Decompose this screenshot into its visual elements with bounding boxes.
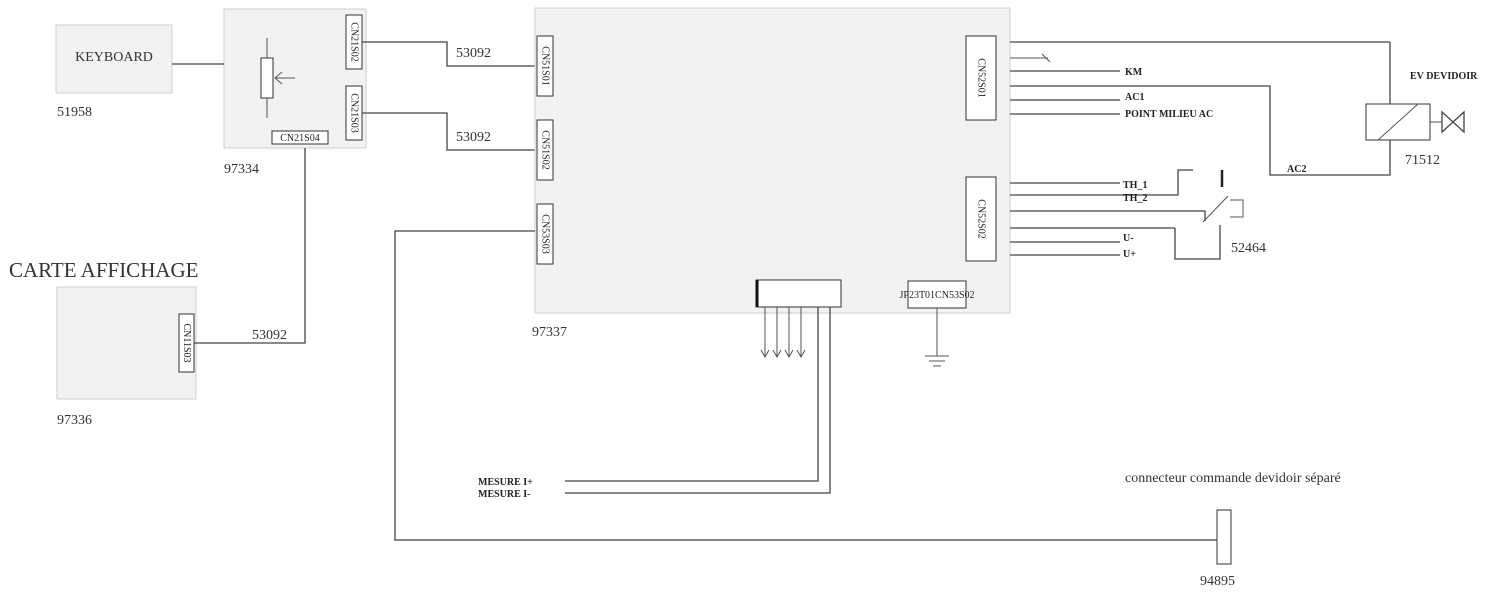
connector-cn52s02-label: CN52S02 (976, 199, 987, 238)
connector-cn21s02-label: CN21S02 (349, 22, 360, 61)
connector-jp23t01-label: JP23T01CN53S02 (899, 290, 974, 301)
keyboard-ref: 51958 (57, 105, 92, 120)
signal-mesure-plus: MESURE I+ (478, 477, 533, 488)
ground-icon (925, 308, 949, 367)
ev-devidoir-ref: 71512 (1405, 153, 1440, 168)
display-board-title: CARTE AFFICHAGE (9, 258, 199, 282)
potentiometer-board: CN21S02 CN21S03 CN21S04 (223, 8, 367, 149)
wire-switch-return (1174, 225, 1221, 260)
signal-point-milieu: POINT MILIEU AC (1125, 109, 1213, 120)
keyboard-title: KEYBOARD (75, 50, 153, 65)
separate-connector-ref: 94895 (1200, 574, 1235, 589)
separate-connector (1216, 509, 1232, 565)
pot-board-ref: 97334 (224, 162, 259, 177)
signal-u-plus: U+ (1123, 249, 1136, 260)
wire-display-pot (194, 148, 306, 344)
signal-u-minus: U- (1123, 233, 1134, 244)
measurement-probe-wires (760, 307, 806, 359)
main-board: CN51S01 CN51S02 CN53S03 CN52S01 CN52S02 … (534, 7, 1011, 314)
solenoid-valve-icon (1365, 103, 1465, 141)
signal-th1: TH_1 (1123, 180, 1147, 191)
connector-cn21s03-label: CN21S03 (349, 93, 360, 132)
main-board-ref: 97337 (532, 325, 567, 340)
potentiometer-icon (260, 38, 295, 118)
wire-switch-mid (1010, 210, 1206, 221)
thermal-switch-ref: 52464 (1231, 241, 1266, 256)
wire-mesure-plus (565, 307, 819, 482)
signal-km: KM (1125, 67, 1143, 78)
connector-cn52s01-label: CN52S01 (976, 58, 987, 97)
wire-cn21s03-cn51s02 (362, 112, 535, 151)
ev-devidoir-title: EV DEVIDOIR (1410, 71, 1478, 82)
keyboard-board: KEYBOARD (55, 24, 173, 94)
wire-mesure-minus (565, 307, 831, 494)
display-board-ref: 97336 (57, 413, 92, 428)
cable-upper-label: 53092 (456, 46, 491, 61)
separate-connector-title: connecteur commande devidoir séparé (1125, 471, 1341, 486)
cable-lower-label: 53092 (252, 328, 287, 343)
signal-mesure-minus: MESURE I- (478, 489, 531, 500)
connector-cn21s04-label: CN21S04 (280, 133, 319, 144)
connector-cn51s02-label: CN51S02 (540, 130, 551, 169)
connector-cn53s03-label: CN53S03 (540, 214, 551, 253)
wire-ac1-ac2 (1010, 85, 1391, 176)
cable-middle-label: 53092 (456, 130, 491, 145)
connector-cn11s03-label: CN11S03 (181, 323, 192, 362)
signal-th2: TH_2 (1123, 193, 1147, 204)
wire-th2 (1010, 169, 1193, 196)
connector-cn51s01-label: CN51S01 (540, 46, 551, 85)
signal-ac1: AC1 (1125, 92, 1144, 103)
signal-ac2: AC2 (1287, 164, 1306, 175)
wire-cn53s03-separate-connector (394, 230, 1217, 541)
wire-cn21s02-cn51s01 (362, 41, 535, 67)
display-board: CN11S03 (56, 286, 197, 400)
thermal-switch-icon (1202, 170, 1244, 223)
